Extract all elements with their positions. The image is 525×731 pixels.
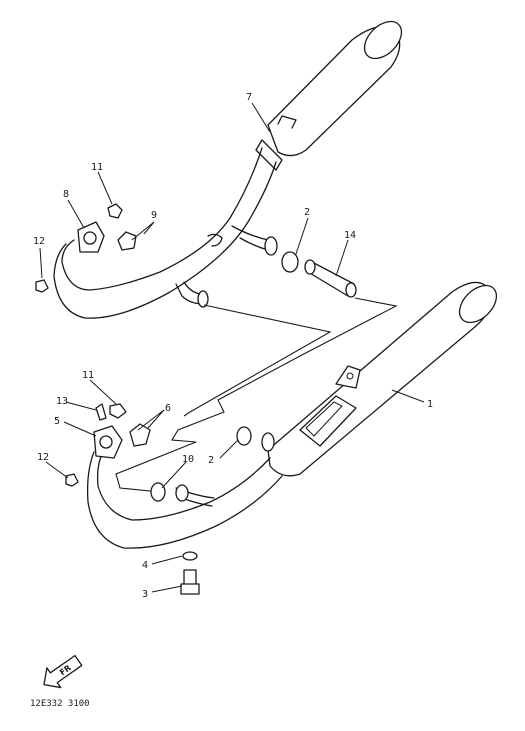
lower-crossover-end	[175, 484, 189, 502]
lower-exhaust-assembly	[86, 281, 498, 549]
part-9-clamp	[117, 231, 137, 251]
part-14-joint-pipe	[304, 259, 357, 298]
upper-muffler-bracket	[277, 115, 297, 129]
callout-14: 14	[344, 230, 356, 241]
callout-12-upper: 12	[33, 236, 45, 247]
callout-5: 5	[54, 416, 60, 427]
callout-6: 6	[165, 403, 171, 414]
part-3-bolt	[180, 569, 200, 595]
part-13-stud	[95, 403, 107, 421]
lower-muffler	[267, 281, 493, 477]
callout-1: 1	[427, 399, 433, 410]
crossover-route-line	[115, 297, 398, 493]
part-12-lower-nut	[65, 473, 79, 487]
callout-7: 7	[246, 92, 252, 103]
front-direction-arrow: FR	[43, 654, 83, 689]
upper-pipe-ring	[207, 233, 223, 247]
lower-hanger-hole	[346, 372, 354, 380]
upper-head-pipe-inner	[53, 161, 277, 319]
lower-muffler-end-cap	[458, 284, 498, 324]
lower-muffler-hanger	[335, 365, 361, 389]
callout-numbers: 7 11 8 9 12 2 14 1 11 13 6 5 10 2 12 4 3	[33, 92, 433, 600]
callout-10: 10	[182, 454, 194, 465]
upper-head-pipe	[61, 147, 263, 291]
drawing-code: 12E332 3100	[30, 699, 90, 709]
callout-11-upper: 11	[91, 162, 103, 173]
upper-muffler-end-cap	[363, 20, 403, 60]
callout-9: 9	[151, 210, 157, 221]
lower-head-pipe-inner	[86, 451, 283, 549]
part-12-upper-nut	[35, 279, 49, 293]
callout-2-lower: 2	[208, 455, 214, 466]
part-6-clamp	[129, 423, 151, 447]
part-11-lower-nut	[109, 403, 127, 419]
callout-11-lower: 11	[82, 370, 94, 381]
callout-3: 3	[142, 589, 148, 600]
upper-exhaust-assembly	[53, 20, 403, 319]
part-8-flange	[77, 221, 105, 253]
part-5-flange	[93, 425, 123, 459]
part-2-upper-gasket	[281, 251, 299, 273]
callout-8: 8	[63, 189, 69, 200]
part-4-washer	[182, 551, 198, 561]
fr-arrow-icon	[43, 654, 83, 689]
callout-12-lower: 12	[37, 452, 49, 463]
callout-2-upper: 2	[304, 207, 310, 218]
lower-heat-shield-slot	[305, 401, 343, 437]
upper-crossover-stub	[231, 225, 269, 251]
callout-13: 13	[56, 396, 68, 407]
upper-muffler	[267, 26, 401, 157]
part-10-gasket	[150, 482, 166, 502]
upper-gasket	[264, 236, 278, 256]
callout-4: 4	[142, 560, 148, 571]
lower-head-pipe	[96, 449, 271, 521]
leader-lines	[39, 102, 425, 593]
part-2-lower-gasket	[236, 426, 252, 446]
upper-balance-pipe-end	[197, 290, 209, 308]
lower-gasket	[261, 432, 275, 452]
part-11-upper-nut	[107, 203, 123, 219]
